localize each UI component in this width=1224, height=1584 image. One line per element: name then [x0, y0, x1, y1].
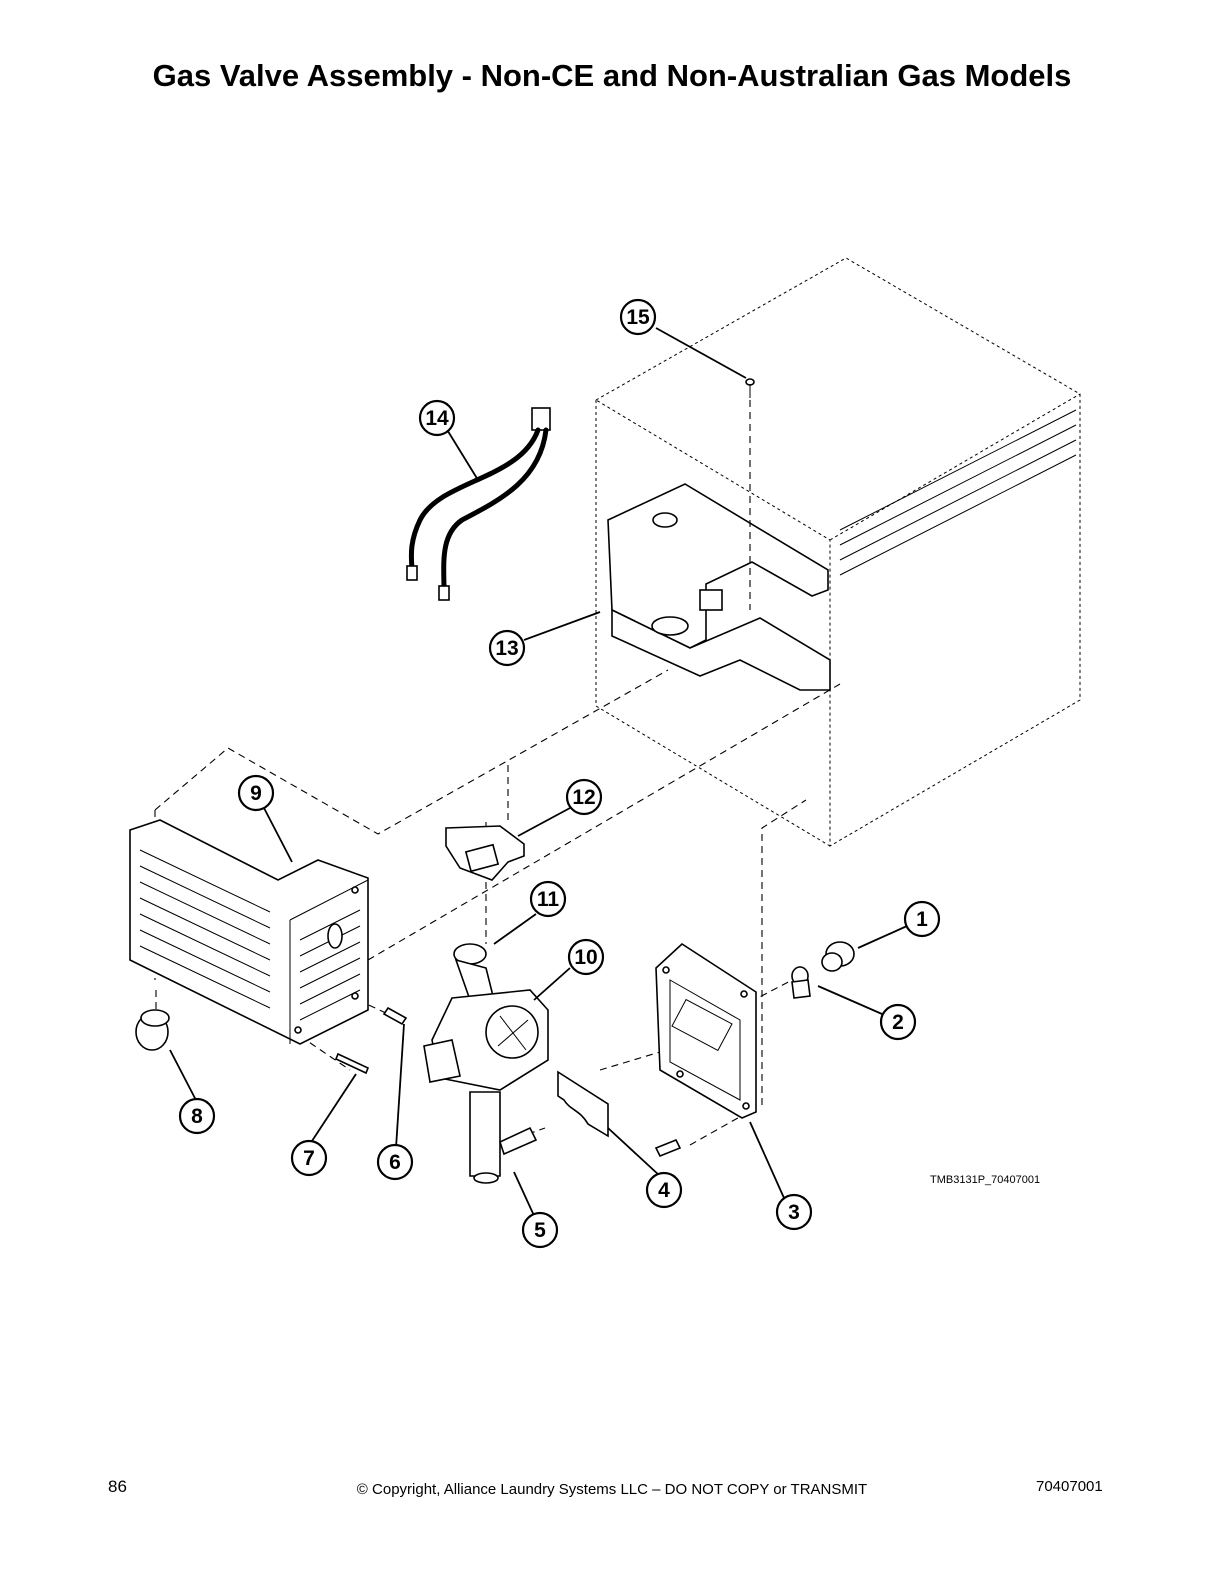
callout-6-label: 6: [389, 1151, 401, 1174]
callout-2-label: 2: [892, 1011, 904, 1034]
leader-lines: [169, 327, 908, 1221]
part-3-mounting-plate: [655, 942, 757, 1119]
callout-1-label: 1: [916, 908, 928, 931]
part-8-grommet: [135, 1009, 170, 1051]
part-14-wire-harness: [406, 407, 551, 601]
callout-13: 13: [488, 629, 526, 667]
callout-8-label: 8: [191, 1105, 203, 1128]
part-12-bracket-clip: [445, 825, 525, 881]
callout-7: 7: [290, 1139, 328, 1177]
callout-15: 15: [619, 298, 657, 336]
part-1-cap: [821, 941, 855, 972]
callout-5-label: 5: [534, 1219, 546, 1242]
callout-14-label: 14: [425, 407, 449, 430]
callout-7-label: 7: [303, 1147, 315, 1170]
callout-5: 5: [521, 1211, 559, 1249]
callout-14: 14: [418, 399, 456, 437]
callout-13-label: 13: [495, 637, 518, 660]
part-4-gasket-plate: [557, 1070, 609, 1138]
cabinet-vent-slots: [839, 409, 1077, 576]
callout-15-label: 15: [626, 306, 650, 329]
callout-12: 12: [565, 778, 603, 816]
page-title: Gas Valve Assembly - Non-CE and Non-Aust…: [152, 58, 1072, 93]
part-5-manifold-tube: [499, 1126, 538, 1156]
callout-10-label: 10: [574, 946, 597, 969]
part-13-valve-bracket: [607, 483, 831, 691]
page-number: 86: [108, 1477, 127, 1496]
callout-9: 9: [237, 774, 275, 812]
document-number: 70407001: [1036, 1478, 1103, 1495]
plate-screw: [654, 1138, 682, 1158]
callout-1: 1: [903, 900, 941, 938]
drawing-reference-code: TMB3131P_70407001: [930, 1174, 1041, 1186]
part-9-valve-cover: [129, 819, 369, 1045]
callout-12-label: 12: [572, 786, 595, 809]
callout-4: 4: [645, 1171, 683, 1209]
callout-11: 11: [529, 880, 567, 918]
callout-3: 3: [775, 1193, 813, 1231]
part-7-pin: [334, 1052, 370, 1075]
part-15-screw: [745, 378, 755, 610]
callout-2: 2: [879, 1003, 917, 1041]
callout-8: 8: [178, 1097, 216, 1135]
callout-6: 6: [376, 1143, 414, 1181]
dryer-cabinet-outline: [595, 257, 1081, 847]
callout-3-label: 3: [788, 1201, 800, 1224]
callout-9-label: 9: [250, 782, 262, 805]
callout-10: 10: [567, 938, 605, 976]
callout-11-label: 11: [537, 888, 560, 911]
copyright-notice: © Copyright, Alliance Laundry Systems LL…: [356, 1481, 868, 1498]
callout-4-label: 4: [658, 1179, 670, 1202]
part-6-screw: [382, 1006, 408, 1026]
part-2-fitting: [791, 966, 811, 999]
part-10-gas-valve: [423, 943, 549, 1184]
